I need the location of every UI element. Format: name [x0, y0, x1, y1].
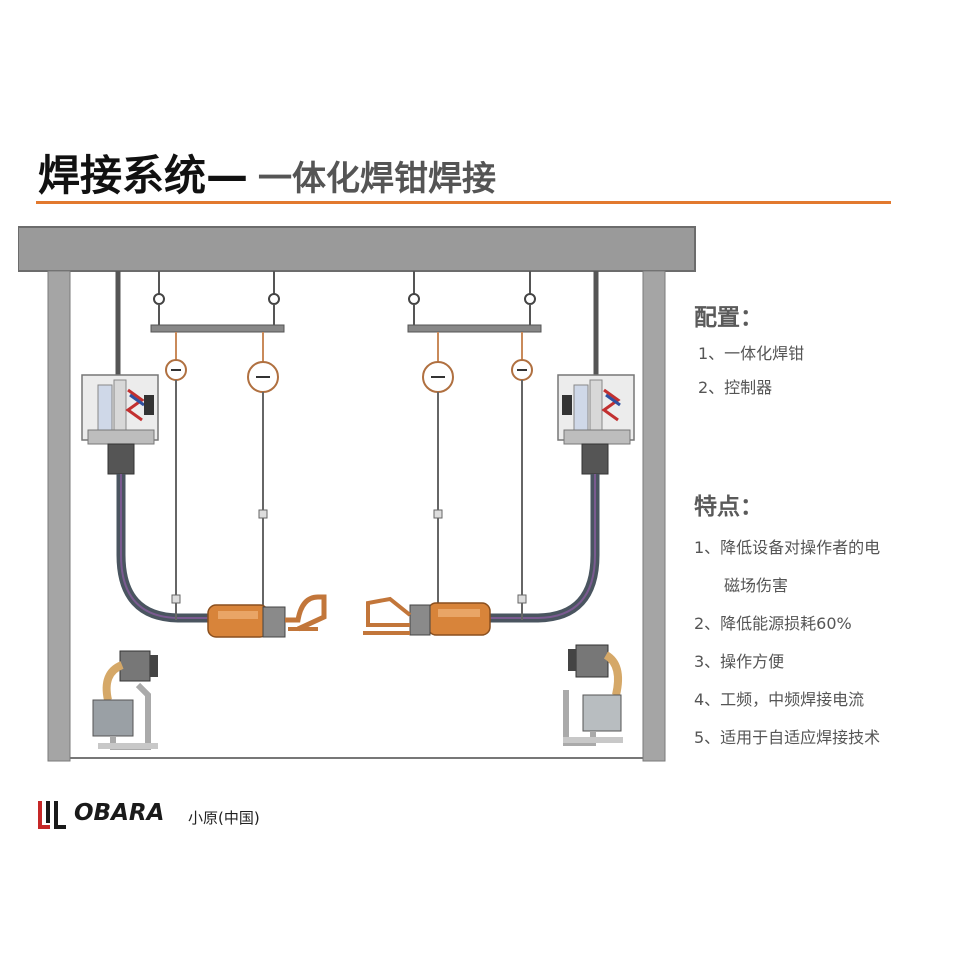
right-pedestal: [563, 644, 623, 746]
config-section: 配置：: [694, 298, 763, 332]
page-title: 焊接系统—一体化焊钳焊接: [38, 142, 496, 203]
feature-item-4: 4、工频，中频焊接电流: [694, 690, 865, 709]
left-controller: [81, 374, 159, 475]
feature-item-5: 5、适用于自适应焊接技术: [694, 728, 881, 747]
feature-item-2: 2、降低能源损耗60%: [694, 614, 852, 633]
title-sub: 一体化焊钳焊接: [258, 159, 497, 199]
left-assembly: [81, 271, 327, 638]
feature-item-1: 1、降低设备对操作者的电: [694, 538, 881, 557]
left-pedestal: [92, 650, 158, 750]
right-assembly: [363, 271, 635, 636]
config-item-1: 1、一体化焊钳: [698, 344, 805, 363]
right-post: [642, 270, 666, 762]
overhead-beam: [18, 226, 696, 272]
feature-item-1-cont: 磁场伤害: [724, 576, 789, 595]
logo-brand: OBARA: [74, 800, 165, 826]
features-heading: 特点：: [694, 494, 763, 520]
right-cable: [488, 474, 600, 623]
left-post: [47, 270, 71, 762]
logo-cn: 小原(中国): [188, 809, 260, 827]
title-underline: [36, 201, 891, 204]
left-cable: [116, 474, 210, 623]
right-welding-gun: [363, 596, 491, 636]
feature-item-3: 3、操作方便: [694, 652, 785, 671]
right-controller: [557, 374, 635, 475]
config-heading: 配置：: [694, 305, 763, 331]
title-main: 焊接系统—: [38, 151, 249, 200]
obara-logo-mark: [38, 801, 66, 829]
welding-system-illustration: [18, 226, 696, 762]
left-welding-gun: [207, 594, 327, 638]
features-section: 特点：: [694, 487, 763, 521]
config-item-2: 2、控制器: [698, 378, 773, 397]
